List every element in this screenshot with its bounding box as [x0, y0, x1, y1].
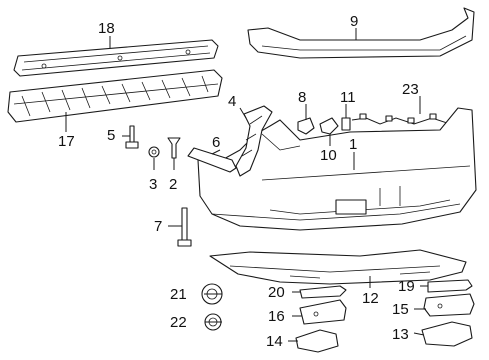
- part-13-bracket: [421, 321, 473, 347]
- callout-13: 13: [392, 326, 409, 343]
- callout-6: 6: [212, 134, 220, 151]
- callout-17: 17: [58, 133, 75, 150]
- callout-9: 9: [350, 13, 358, 30]
- callout-15: 15: [392, 301, 409, 318]
- callout-22: 22: [170, 314, 187, 331]
- callout-2: 2: [169, 176, 177, 193]
- callout-20: 20: [268, 284, 285, 301]
- callout-labels: 1 2 3 4 5 6 7 8 9 10 11 12 13 14 15 16 1…: [58, 13, 419, 350]
- part-3-nut: [148, 146, 160, 158]
- callout-11: 11: [340, 89, 356, 106]
- callout-10: 10: [320, 147, 337, 164]
- part-12-valance: [209, 249, 467, 285]
- part-16-bracket: [299, 299, 347, 325]
- callout-12: 12: [362, 290, 379, 307]
- part-2-pushpin: [167, 137, 181, 159]
- part-14-bracket: [295, 329, 339, 353]
- callout-16: 16: [268, 308, 285, 325]
- callout-21: 21: [170, 286, 187, 303]
- callout-19: 19: [398, 278, 415, 295]
- part-1-bumper-cover: [197, 107, 477, 231]
- part-19-reflector: [427, 279, 473, 293]
- callout-23: 23: [402, 81, 419, 98]
- part-18-reinforcement-bar: [13, 39, 219, 77]
- part-9-upper-trim: [247, 7, 475, 59]
- part-20-reflector: [299, 285, 347, 299]
- part-5-bolt: [125, 125, 139, 149]
- leader-lines: [65, 28, 428, 342]
- part-11-clip: [341, 117, 351, 131]
- callout-1: 1: [349, 136, 357, 153]
- part-8-clip: [297, 117, 315, 135]
- callout-5: 5: [107, 127, 115, 144]
- part-6-side-bracket: [187, 147, 237, 173]
- callout-8: 8: [298, 89, 306, 106]
- callout-7: 7: [154, 218, 162, 235]
- part-17-absorber: [7, 69, 223, 123]
- callout-4: 4: [228, 93, 236, 110]
- part-10-clip: [319, 117, 339, 135]
- part-4-corner-bracket: [235, 105, 273, 177]
- part-7-stud: [177, 207, 192, 247]
- callout-18: 18: [98, 20, 115, 37]
- callout-14: 14: [266, 333, 283, 350]
- callout-3: 3: [149, 176, 157, 193]
- part-15-bracket: [423, 293, 475, 317]
